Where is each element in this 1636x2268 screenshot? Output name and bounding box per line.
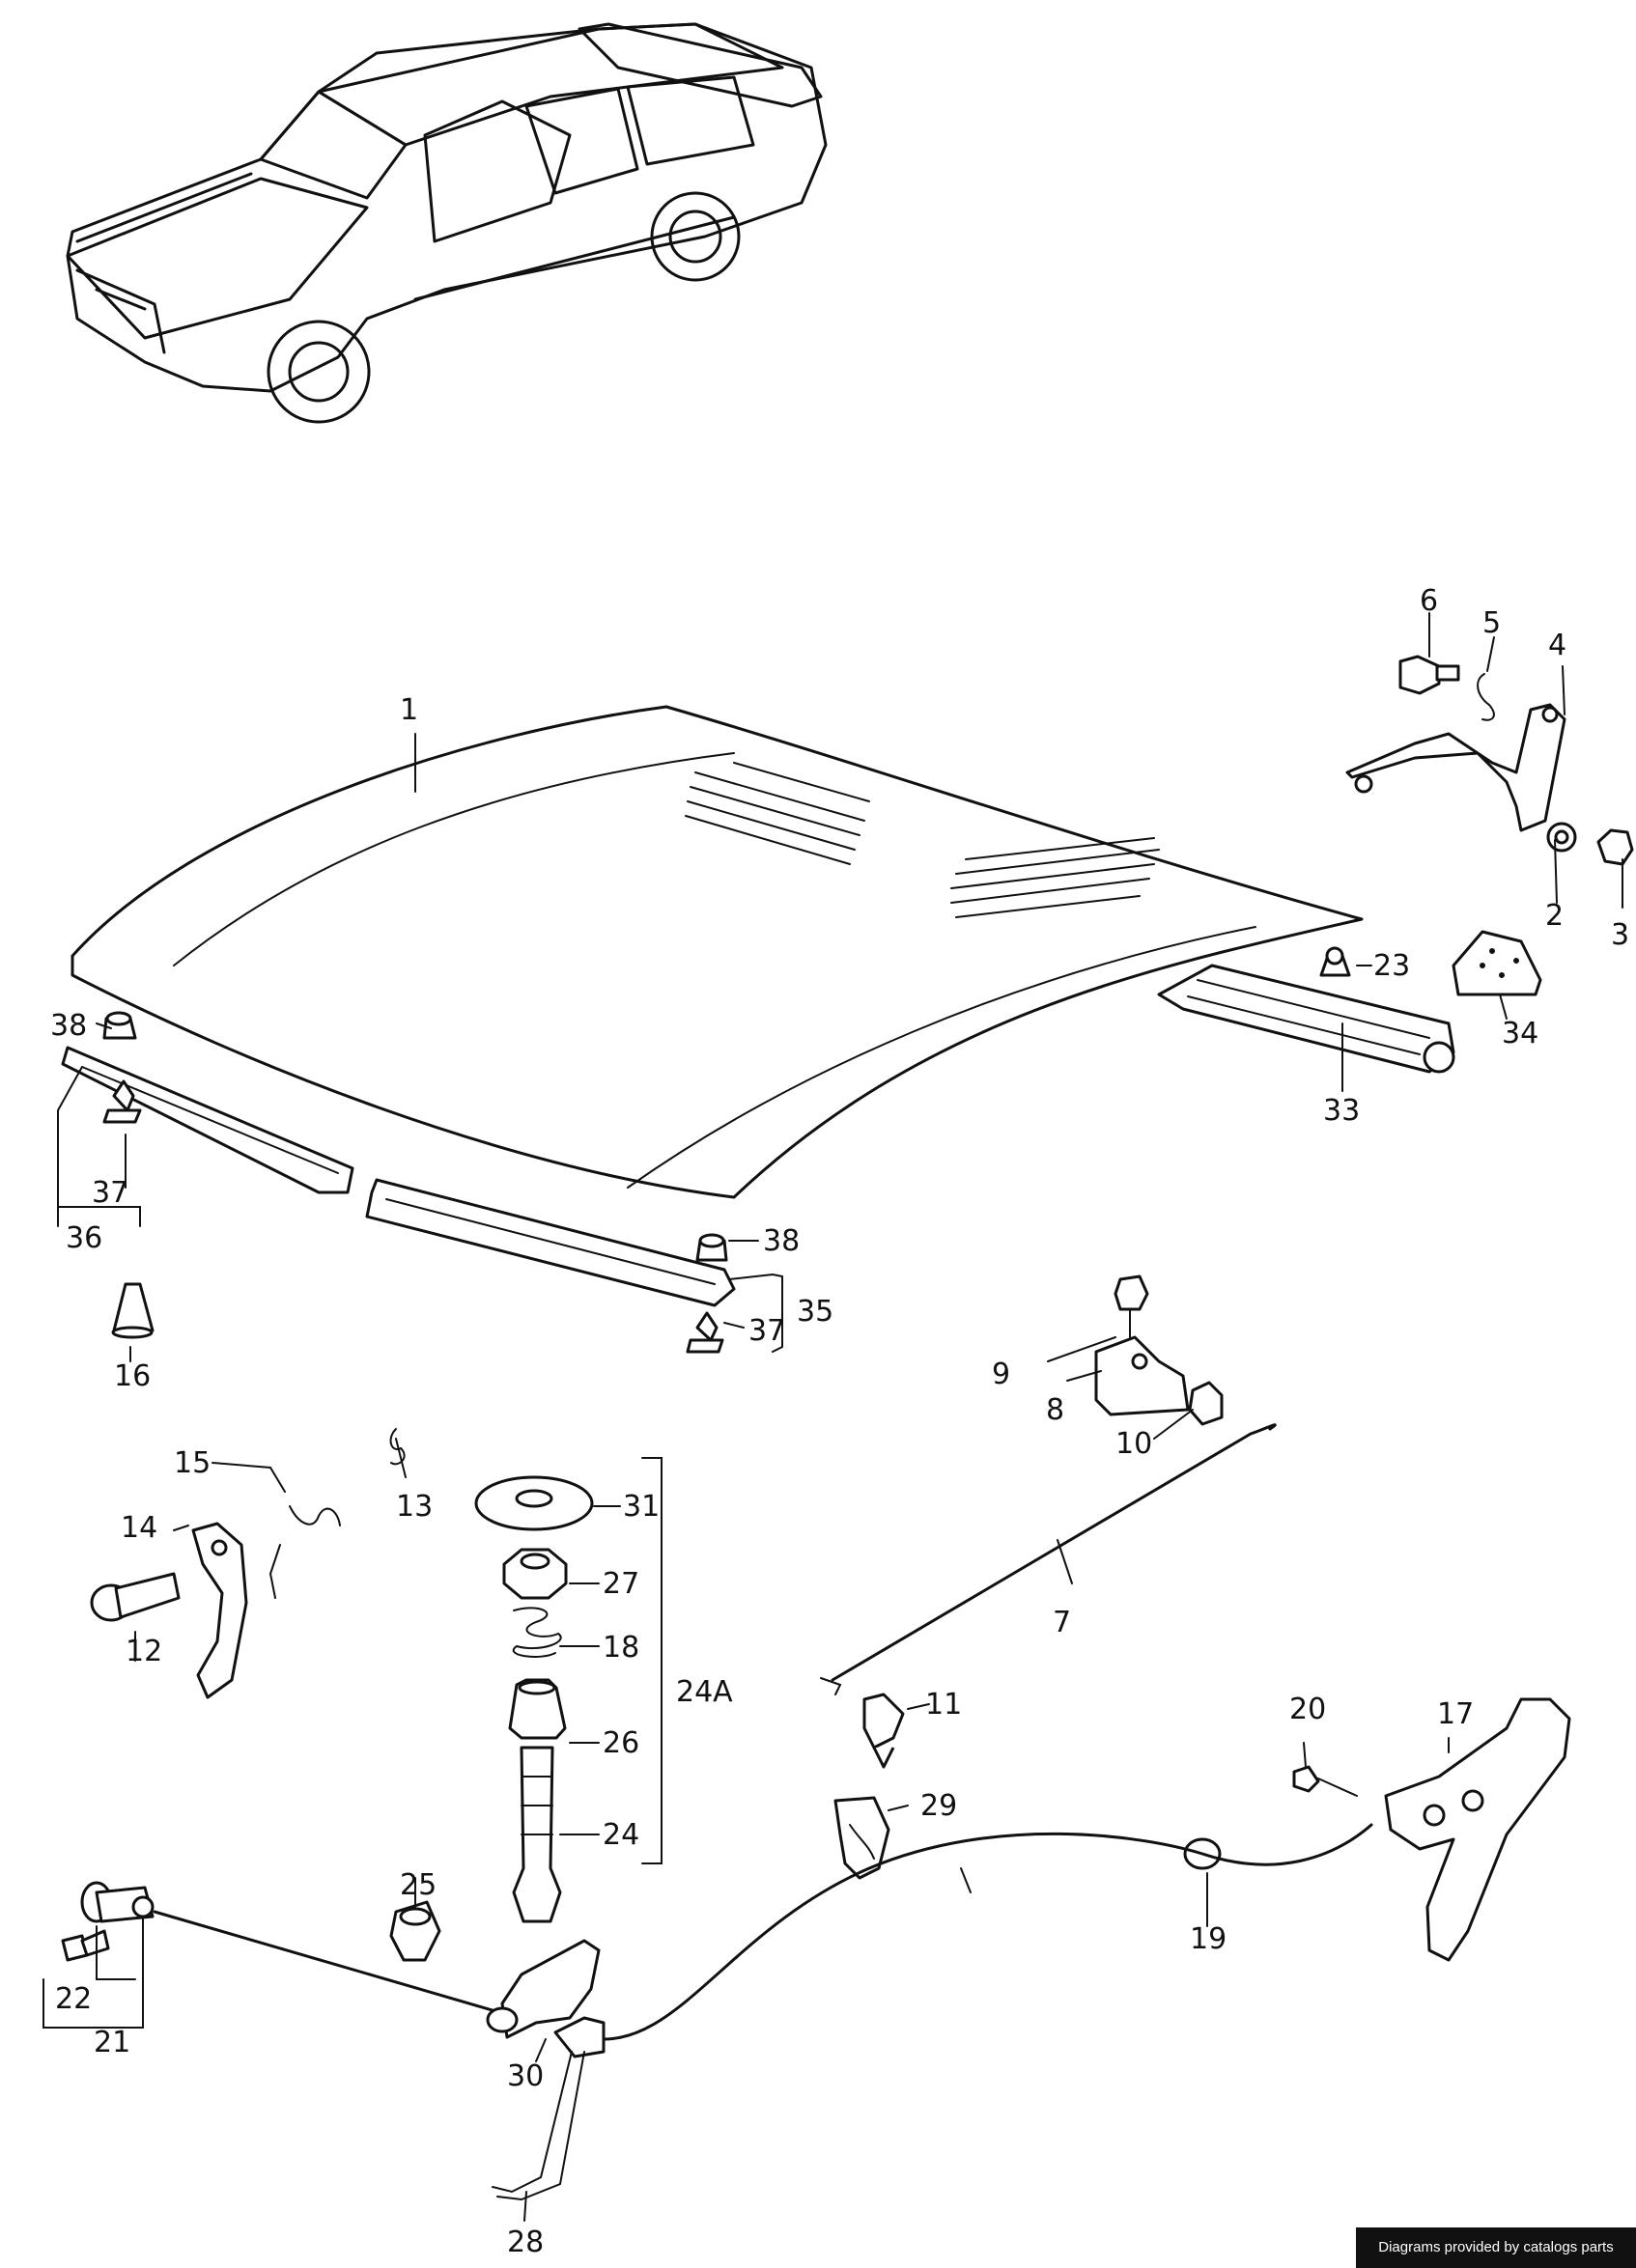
callout-labels: 1 6 5 4 2 3 23 34 33 38 37 36 38 35 37 1… [50,584,1629,2259]
cable-clip-25 [389,1900,441,1962]
label-part-10: 10 [1115,1427,1152,1461]
label-part-20: 20 [1289,1693,1326,1726]
label-part-4: 4 [1548,629,1566,662]
label-part-16: 16 [114,1359,151,1393]
label-part-25: 25 [400,1868,437,1902]
label-part-31: 31 [623,1490,660,1524]
cable-guide-30 [486,1939,606,2201]
clip-23 [1319,946,1351,977]
label-part-27: 27 [603,1567,639,1601]
release-cable [153,1823,1373,2041]
cable-anchor-assembly [61,1881,155,1962]
label-part-17: 17 [1437,1697,1474,1731]
hood-vents-left [685,762,870,865]
label-part-5: 5 [1482,606,1501,640]
hood-hinge-assembly [1345,655,1634,866]
label-part-34: 34 [1502,1017,1538,1050]
label-part-38a: 38 [50,1009,87,1043]
release-lever-assembly [1183,1697,1571,1962]
rod-clip-11 [862,1693,905,1769]
front-reinforcement-rail [61,1046,736,1307]
label-part-23: 23 [1373,949,1410,983]
label-part-37a: 37 [92,1176,128,1210]
cable-clip-29 [833,1796,890,1880]
hood-vents-right [950,837,1160,918]
label-part-19: 19 [1190,1922,1227,1956]
hood-panel [71,705,1364,1199]
label-part-7: 7 [1053,1606,1071,1639]
footer-credit: Diagrams provided by catalogs parts [1356,2227,1636,2268]
label-part-8: 8 [1046,1393,1064,1427]
label-part-2: 2 [1545,899,1564,933]
release-rod [820,1423,1277,1695]
label-part-1: 1 [400,693,418,727]
label-part-14: 14 [121,1511,157,1545]
insulation-pad [1452,930,1542,996]
label-part-35: 35 [797,1295,833,1329]
label-part-11: 11 [925,1688,962,1722]
label-part-24: 24 [603,1818,639,1852]
label-part-12: 12 [126,1635,162,1668]
cable-bracket-assembly [1094,1274,1224,1426]
hood-seal-strip [1157,964,1455,1074]
label-part-37b: 37 [748,1314,785,1348]
label-part-24A: 24A [676,1675,733,1709]
label-part-6: 6 [1420,584,1438,618]
label-part-38b: 38 [763,1224,800,1258]
label-part-36: 36 [66,1221,102,1255]
rubber-buffer-16 [111,1282,155,1339]
label-part-33: 33 [1323,1094,1360,1128]
label-part-18: 18 [603,1631,639,1665]
buffers-and-clips [102,1011,728,1354]
leader-lines [42,612,1623,2222]
label-part-13: 13 [396,1490,433,1524]
car-overview-illustration [66,22,828,424]
label-part-3: 3 [1611,918,1629,952]
label-part-26: 26 [603,1726,639,1760]
safety-catch-assembly [90,1428,406,1699]
label-part-29: 29 [920,1789,957,1823]
label-part-21: 21 [94,2026,130,2059]
label-part-28: 28 [507,2226,544,2259]
label-part-15: 15 [174,1446,211,1480]
lock-pin-assembly-24A [474,1475,594,1923]
label-part-9: 9 [992,1358,1010,1391]
label-part-30: 30 [507,2059,544,2093]
label-part-22: 22 [55,1982,92,2016]
